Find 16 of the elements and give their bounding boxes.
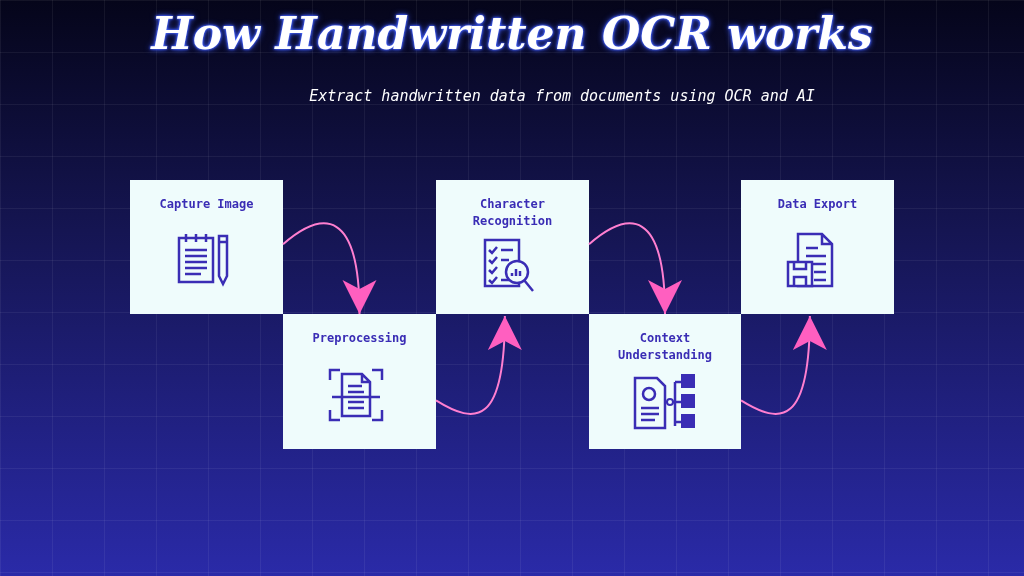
arrow xyxy=(282,222,376,315)
step-title: Preprocessing xyxy=(311,330,408,347)
step-card xyxy=(436,180,589,314)
arrow xyxy=(435,315,522,415)
step-card xyxy=(589,314,741,449)
step-title: Context Understanding xyxy=(617,330,713,364)
arrow xyxy=(740,315,827,415)
step-card xyxy=(283,314,436,449)
arrow xyxy=(588,222,681,315)
title: How Handwritten OCR works xyxy=(151,8,873,59)
subtitle: Extract handwritten data from documents using OCR and AI xyxy=(309,87,815,105)
step-title: Capture Image xyxy=(158,196,255,213)
step-card xyxy=(741,180,894,314)
step-card xyxy=(130,180,283,314)
step-title: Data Export xyxy=(776,196,859,213)
step-title: Character Recognition xyxy=(471,196,554,230)
